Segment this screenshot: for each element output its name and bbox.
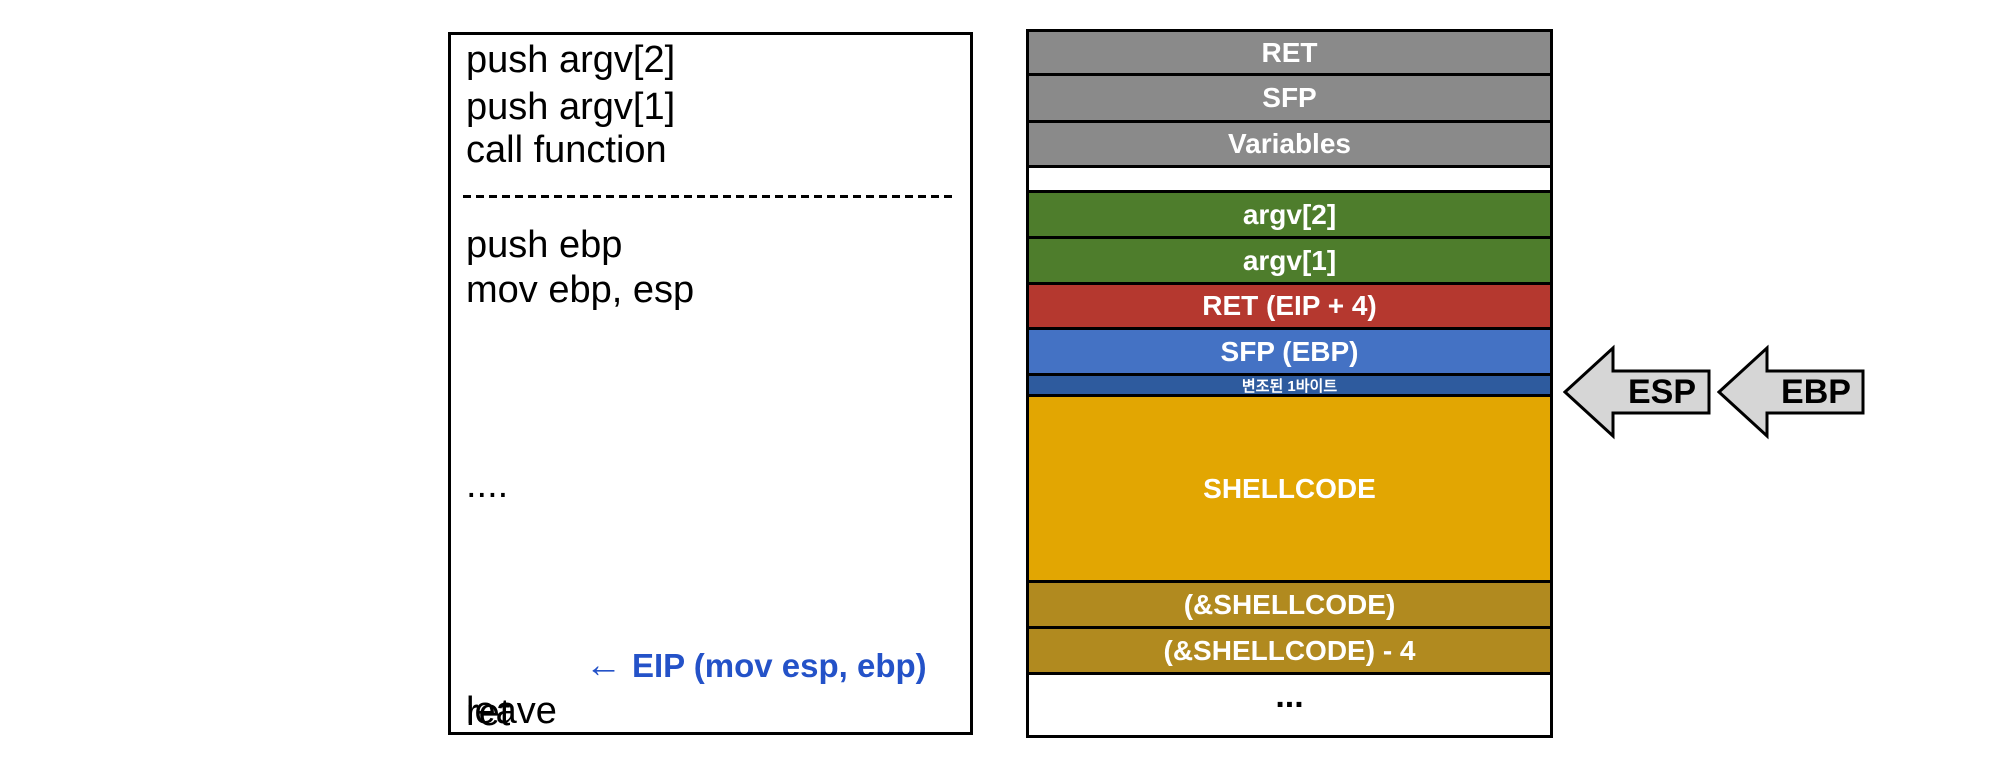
code-line-dots: .... (466, 464, 509, 506)
stack-row-ellipsis: ... (1029, 672, 1550, 735)
stack-row-argv1: argv[1] (1029, 236, 1550, 282)
code-line-call: call function (466, 129, 667, 171)
ebp-pointer: EBP (1717, 344, 1865, 440)
stack-row-label: argv[2] (1242, 198, 1337, 230)
left-block-arrow-icon (1563, 344, 1711, 440)
stack-row-label: (&SHELLCODE) - 4 (1163, 634, 1416, 666)
esp-pointer: ESP (1563, 344, 1711, 440)
stack-row-sfp-ebp: SFP (EBP) (1029, 327, 1550, 373)
stack-diagram: RET SFP Variables argv[2] argv[1] RET (E… (1026, 29, 1553, 738)
assembly-code-panel: push argv[2] push argv[1] call function … (448, 32, 973, 735)
stack-row-shellcode-addr-minus4: (&SHELLCODE) - 4 (1029, 626, 1550, 672)
code-divider (463, 195, 955, 198)
stack-row-label: (&SHELLCODE) (1183, 588, 1396, 620)
stack-row-ret-eip: RET (EIP + 4) (1029, 282, 1550, 327)
stack-row-label: 변조된 1바이트 (1241, 377, 1338, 395)
stack-row-ret: RET (1029, 32, 1550, 73)
stack-row-gap (1029, 165, 1550, 190)
stack-row-argv2: argv[2] (1029, 190, 1550, 236)
code-line-push-ebp: push ebp (466, 224, 623, 266)
stack-row-label: RET (EIP + 4) (1202, 290, 1377, 321)
code-line-push-argv1: push argv[1] (466, 86, 676, 128)
code-line-ret: ret (466, 692, 511, 734)
stack-row-shellcode: SHELLCODE (1029, 394, 1550, 580)
stack-row-variables: Variables (1029, 120, 1550, 165)
leave-instruction: leave (466, 690, 557, 732)
stack-row-label: RET (1261, 36, 1318, 68)
stack-row-label: SFP (EBP) (1220, 335, 1359, 367)
left-block-arrow-icon (1717, 344, 1865, 440)
code-line-mov-ebp-esp: mov ebp, esp (466, 269, 695, 311)
stack-row-label: SHELLCODE (1203, 472, 1376, 504)
stack-row-shellcode-addr: (&SHELLCODE) (1029, 580, 1550, 626)
stack-row-label: Variables (1228, 128, 1351, 159)
stack-row-label: argv[1] (1242, 244, 1337, 276)
eip-annotation: ← EIP (mov esp, ebp) (585, 642, 927, 688)
pointer-label: ESP (1627, 372, 1697, 411)
stack-row-modified-byte: 변조된 1바이트 (1029, 373, 1550, 394)
eip-annotation-text: EIP (mov esp, ebp) (632, 647, 927, 684)
stack-row-label: ... (1275, 676, 1304, 715)
pointer-label: EBP (1781, 372, 1851, 411)
stack-row-sfp: SFP (1029, 73, 1550, 120)
code-line-leave: leave ← EIP (mov esp, ebp) (451, 642, 970, 732)
left-arrow-icon: ← (585, 644, 622, 685)
stack-row-label: SFP (1262, 82, 1317, 113)
code-line-push-argv2: push argv[2] (466, 39, 676, 81)
